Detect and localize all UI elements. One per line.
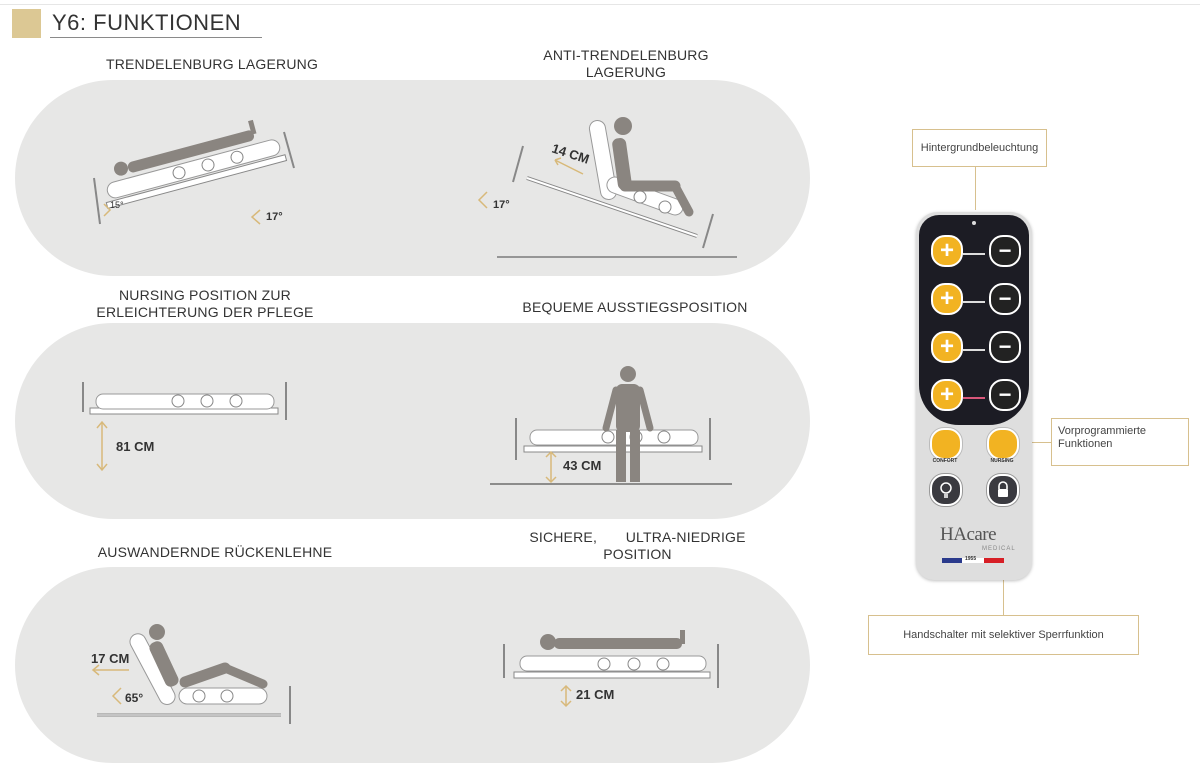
section-marker	[12, 9, 41, 38]
label-low: SICHERE, ULTRA-NIEDRIGE POSITION	[529, 529, 746, 562]
height-text: 21 CM	[576, 687, 614, 702]
minus-button-4[interactable]: −	[989, 379, 1021, 411]
height-text: 43 CM	[563, 458, 601, 473]
callout-backlight-line	[975, 166, 976, 210]
lightbulb-icon	[940, 482, 952, 498]
angle-small-text: 15°	[110, 200, 124, 210]
plus-button-1[interactable]: +	[931, 235, 963, 267]
callout-backlight: Hintergrundbeleuchtung	[912, 129, 1047, 167]
backlight-dot	[972, 221, 976, 225]
nursing-button[interactable]	[987, 428, 1019, 460]
height-text: 81 CM	[116, 439, 154, 454]
angle-text: 17°	[266, 211, 283, 223]
flag-text: 1955	[965, 556, 977, 562]
callout-lock-line	[1003, 570, 1004, 615]
remote-button-grid: + − + − + − + −	[919, 215, 1029, 425]
title-underline	[50, 37, 262, 38]
plus-button-4[interactable]: +	[931, 379, 963, 411]
label-trendelenburg: TRENDELENBURG LAGERUNG	[105, 56, 319, 72]
legrest-icon	[963, 301, 985, 307]
backrest-illustration: 17 CM 65°	[91, 624, 291, 724]
panel-nursing	[15, 323, 810, 519]
lock-icon	[998, 481, 1008, 497]
lock-button[interactable]	[987, 474, 1019, 506]
height-icon	[963, 349, 985, 355]
angle-text: 17°	[493, 199, 510, 211]
nursing-label: NURSING	[990, 458, 1014, 464]
anti-trendelenburg-illustration: 14 CM 17°	[477, 117, 737, 258]
label-backrest: AUSWANDERNDE RÜCKENLEHNE	[97, 544, 333, 560]
nursing-illustration: 81 CM	[82, 382, 287, 472]
callout-presets: Vorprogrammierte Funktionen	[1051, 418, 1189, 466]
callout-lock: Handschalter mit selektiver Sperrfunktio…	[868, 615, 1139, 655]
plus-button-3[interactable]: +	[931, 331, 963, 363]
confort-label: CONFORT	[932, 458, 958, 464]
label-nursing: NURSING POSITION ZUR ERLEICHTERUNG DER P…	[96, 287, 314, 320]
label-anti-trendelenburg: ANTI-TRENDELENBURG LAGERUNG	[543, 47, 709, 80]
trendelenburg-illustration: 15° 17°	[93, 119, 295, 225]
exit-illustration: 43 CM	[490, 366, 732, 485]
top-divider	[0, 4, 1200, 5]
confort-button[interactable]	[930, 428, 962, 460]
label-exit: BEQUEME AUSSTIEGSPOSITION	[522, 299, 748, 315]
page-title: Y6: FUNKTIONEN	[52, 10, 242, 35]
brand-subtitle: MEDICAL	[982, 546, 1016, 552]
low-illustration: 21 CM	[503, 630, 719, 708]
backrest-icon	[963, 253, 985, 259]
plus-button-2[interactable]: +	[931, 283, 963, 315]
flag-bar	[942, 558, 1004, 563]
brand-logo: HAcare	[940, 524, 997, 545]
shift-text: 17 CM	[91, 651, 129, 666]
angle-text: 65°	[125, 691, 143, 705]
light-button[interactable]	[930, 474, 962, 506]
callout-presets-line	[1018, 442, 1051, 443]
minus-button-3[interactable]: −	[989, 331, 1021, 363]
tilt-icon	[963, 397, 985, 403]
minus-button-2[interactable]: −	[989, 283, 1021, 315]
minus-button-1[interactable]: −	[989, 235, 1021, 267]
